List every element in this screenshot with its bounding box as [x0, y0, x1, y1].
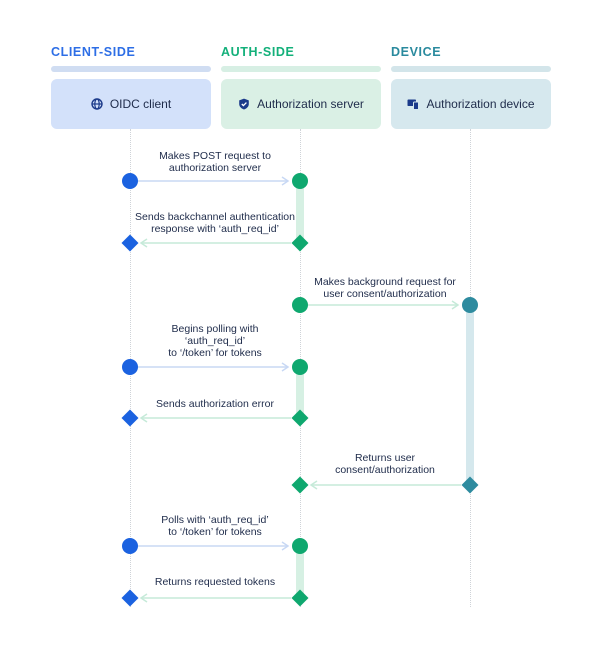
- message-label-5: Sends authorization error: [156, 398, 274, 410]
- message-arrow-1: [122, 173, 308, 189]
- actor-authorization-device: Authorization device: [391, 79, 551, 129]
- endpoint-diamond: [291, 476, 309, 494]
- endpoint-diamond: [291, 409, 309, 427]
- message-arrow-3: [292, 297, 478, 313]
- activation-bar-auth-2: [296, 367, 304, 418]
- message-arrow-4: [122, 359, 308, 375]
- devices-icon: [407, 99, 420, 110]
- column-title-auth-side: AUTH-SIDE: [221, 45, 295, 59]
- endpoint-circle: [462, 297, 478, 313]
- activation-bar-auth-3: [296, 546, 304, 598]
- message-label-6: Returns user consent/authorization: [335, 452, 435, 476]
- actor-label: Authorization server: [257, 97, 364, 111]
- endpoint-circle: [122, 359, 138, 375]
- actor-label: OIDC client: [109, 97, 172, 111]
- endpoint-diamond: [461, 476, 479, 494]
- activation-bar-device: [466, 305, 474, 485]
- message-label-1: Makes POST request to authorization serv…: [159, 150, 271, 174]
- message-arrow-5: [121, 409, 309, 427]
- message-arrow-6: [291, 476, 479, 494]
- column-bar-auth-side: [221, 66, 381, 72]
- message-arrow-7: [122, 538, 308, 554]
- endpoint-diamond: [121, 409, 139, 427]
- column-title-device: DEVICE: [391, 45, 442, 59]
- message-label-8: Returns requested tokens: [154, 576, 276, 588]
- shield-check-icon: [239, 98, 249, 110]
- endpoint-circle: [122, 538, 138, 554]
- message-arrow-8: [121, 589, 309, 607]
- message-label-3: Makes background request for user consen…: [314, 276, 456, 300]
- endpoint-circle: [292, 538, 308, 554]
- message-label-2: Sends backchannel authentication respons…: [135, 211, 295, 235]
- endpoint-circle: [122, 173, 138, 189]
- column-bar-client-side: [51, 66, 211, 72]
- endpoint-circle: [292, 359, 308, 375]
- column-title-client-side: CLIENT-SIDE: [51, 45, 136, 59]
- globe-icon: [91, 98, 103, 110]
- endpoint-circle: [292, 173, 308, 189]
- actor-oidc-client: OIDC client: [51, 79, 211, 129]
- endpoint-diamond: [121, 234, 139, 252]
- endpoint-diamond: [291, 589, 309, 607]
- endpoint-diamond: [121, 589, 139, 607]
- actor-authorization-server: Authorization server: [221, 79, 381, 129]
- message-label-7: Polls with ‘auth_req_id’ to ‘/token’ for…: [161, 514, 269, 538]
- endpoint-circle: [292, 297, 308, 313]
- message-label-4: Begins polling with ‘auth_req_id’ to ‘/t…: [168, 323, 262, 359]
- actor-label: Authorization device: [426, 97, 535, 111]
- message-arrow-2: [121, 234, 309, 252]
- activation-bar-auth-1: [296, 181, 304, 243]
- column-bar-device: [391, 66, 551, 72]
- endpoint-diamond: [291, 234, 309, 252]
